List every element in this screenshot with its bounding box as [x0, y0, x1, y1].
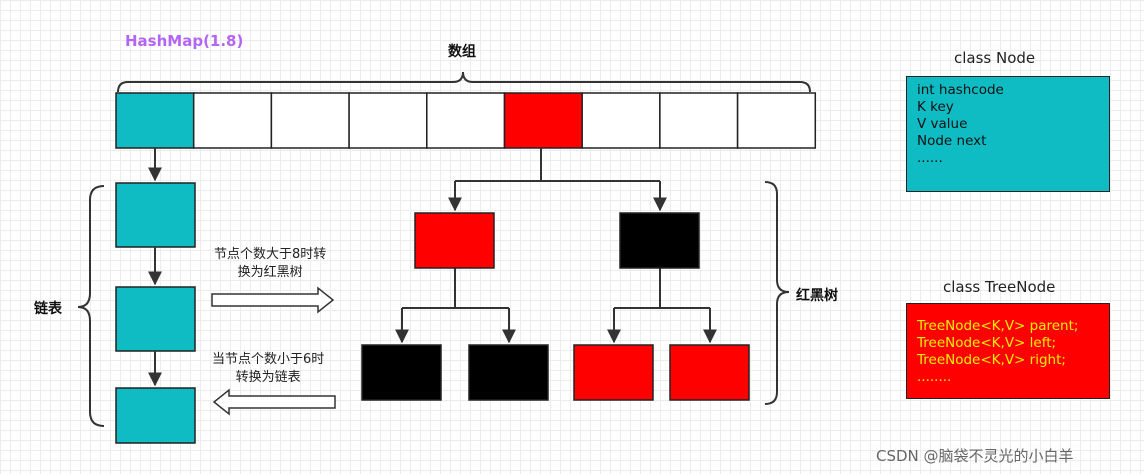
note-to-tree-line-2: 换为红黑树	[237, 265, 303, 280]
array-cell-white	[426, 92, 506, 149]
watermark: CSDN @脑袋不灵光的小白羊	[876, 447, 1074, 465]
node-field: Node next	[917, 133, 987, 149]
tree-node-field: ........	[917, 369, 952, 385]
array-brace	[117, 71, 811, 93]
node-field: ......	[917, 150, 943, 166]
linked-list-label: 链表	[34, 301, 62, 317]
note-to-tree-line-1: 节点个数大于8时转	[214, 247, 327, 262]
tree-node-field: TreeNode<K,V> parent;	[917, 318, 1079, 334]
tree-connectors	[395, 148, 717, 344]
diagram-title: HashMap(1.8)	[125, 32, 244, 50]
list-node-3	[115, 387, 196, 444]
note-to-list-line-1: 当节点个数小于6时	[212, 352, 325, 367]
tree-leaf-1-black	[361, 344, 442, 401]
note-to-list: 当节点个数小于6时 转换为链表	[212, 351, 324, 387]
list-brace	[77, 185, 105, 427]
array-cell-red	[503, 92, 583, 149]
array-cell-white	[192, 92, 273, 149]
array-label: 数组	[448, 44, 476, 60]
tree-leaf-2-black	[468, 344, 549, 401]
array-cell-cyan	[115, 92, 195, 149]
tree-brace	[764, 181, 790, 405]
convert-to-tree-arrow	[211, 286, 335, 314]
tree-leaf-3-red	[573, 344, 654, 401]
array-cell-white	[581, 92, 661, 149]
array-cell-white	[348, 92, 428, 149]
node-field: V value	[917, 116, 968, 132]
tree-node-class-title: class TreeNode	[943, 278, 1056, 296]
note-to-list-line-2: 转换为链表	[235, 370, 301, 385]
tree-node-field: TreeNode<K,V> left;	[917, 335, 1057, 351]
node-field: K key	[917, 99, 954, 115]
bucket-array	[115, 92, 817, 149]
red-black-tree-label: 红黑树	[796, 288, 838, 304]
convert-to-list-arrow	[212, 388, 336, 416]
tree-root-right-black	[619, 212, 700, 269]
tree-node-field: TreeNode<K,V> right;	[917, 352, 1066, 368]
node-class-box: int hashcode K key V value Node next ...…	[906, 76, 1110, 192]
list-node-1	[115, 182, 196, 248]
array-cell-white	[659, 92, 739, 149]
list-node-2	[115, 286, 196, 352]
tree-root-left-red	[414, 212, 495, 269]
array-cell-white	[270, 92, 350, 149]
node-class-title: class Node	[954, 49, 1036, 67]
note-to-tree: 节点个数大于8时转 换为红黑树	[214, 246, 326, 282]
tree-node-class-box: TreeNode<K,V> parent; TreeNode<K,V> left…	[906, 303, 1110, 399]
node-field: int hashcode	[917, 82, 1004, 98]
array-cell-white	[736, 92, 817, 149]
tree-leaf-4-red	[669, 344, 750, 401]
